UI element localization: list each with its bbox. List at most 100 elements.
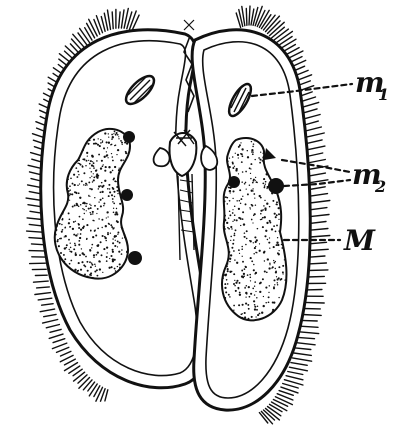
stipple-dot [97,245,99,247]
stipple-dot [73,248,75,250]
stipple-dot [90,213,92,215]
cilium [307,276,324,277]
stipple-dot [232,221,233,222]
stipple-dot [260,210,262,212]
stipple-dot [98,185,100,187]
stipple-dot [91,244,93,246]
cilium [310,208,327,210]
stipple-dot [259,313,261,315]
stipple-dot [123,234,125,236]
stipple-dot [269,222,271,224]
stipple-dot [252,153,254,155]
stipple-dot [87,270,88,271]
cilium [57,347,69,352]
stipple-dot [55,229,57,231]
stipple-dot [239,217,241,219]
stipple-dot [278,213,280,215]
stipple-dot [253,143,255,145]
stipple-dot [231,228,232,229]
svg-text:1: 1 [378,85,389,104]
stipple-dot [72,183,74,185]
stipple-dot [69,251,70,252]
stipple-dot [227,283,229,285]
stipple-dot [111,266,113,268]
stipple-dot [82,208,83,209]
stipple-dot [76,204,78,206]
stipple-dot [251,151,253,153]
cilium [310,215,329,217]
stipple-dot [250,257,252,259]
stipple-dot [255,204,256,205]
stipple-dot [95,234,97,236]
stipple-dot [251,149,253,151]
stipple-dot [112,249,114,251]
stipple-dot [249,274,251,276]
stipple-dot [62,213,63,214]
stipple-dot [96,175,98,177]
stipple-dot [241,275,243,277]
stipple-dot [100,185,102,187]
stipple-dot [110,233,111,234]
stipple-dot [92,236,94,238]
stipple-dot [269,285,270,286]
stipple-dot [251,260,253,262]
cilium [65,359,76,365]
stipple-dot [107,216,108,217]
stipple-dot [111,156,113,158]
stipple-dot [253,269,255,271]
stipple-dot [261,218,263,220]
stipple-dot [236,262,238,264]
cilium [270,404,283,411]
stipple-dot [85,183,86,184]
stipple-dot [55,234,57,236]
cilium [310,201,330,204]
stipple-dot [241,270,243,272]
cilium [308,270,328,271]
stipple-dot [224,214,226,216]
stipple-dot [92,277,94,279]
stipple-dot [262,209,264,211]
stipple-dot [99,145,101,147]
stipple-dot [264,207,266,209]
stipple-dot [64,258,66,260]
stipple-dot [120,159,122,161]
cilium [286,376,303,380]
stipple-dot [233,234,235,236]
stipple-dot [121,142,123,144]
stipple-dot [114,196,115,197]
stipple-dot [244,312,246,314]
stipple-dot [236,200,237,201]
stipple-dot [78,244,80,246]
stipple-dot [227,263,229,265]
stipple-dot [97,275,99,277]
cilium [309,256,325,257]
stipple-dot [120,169,121,170]
stipple-dot [85,205,87,207]
stipple-dot [94,270,96,272]
stipple-dot [78,192,80,194]
stipple-dot [79,237,81,239]
stipple-dot [100,241,102,243]
stipple-dot [74,269,76,271]
stipple-dot [96,169,97,170]
stipple-dot [81,261,83,263]
stipple-dot [84,202,86,204]
stipple-dot [69,218,71,220]
stipple-dot [253,193,255,195]
stipple-dot [112,251,114,253]
stipple-dot [126,251,128,253]
stipple-dot [104,236,106,238]
stipple-dot [80,204,82,206]
stipple-dot [66,247,67,248]
stipple-dot [240,198,242,200]
stipple-dot [227,270,229,272]
stipple-dot [242,261,244,263]
stipple-dot [263,205,265,207]
stipple-dot [228,187,230,189]
stipple-dot [239,189,241,191]
stipple-dot [112,188,114,190]
stipple-dot [88,208,90,210]
stipple-dot [232,198,233,199]
stipple-dot [251,204,253,206]
stipple-dot [69,226,71,228]
